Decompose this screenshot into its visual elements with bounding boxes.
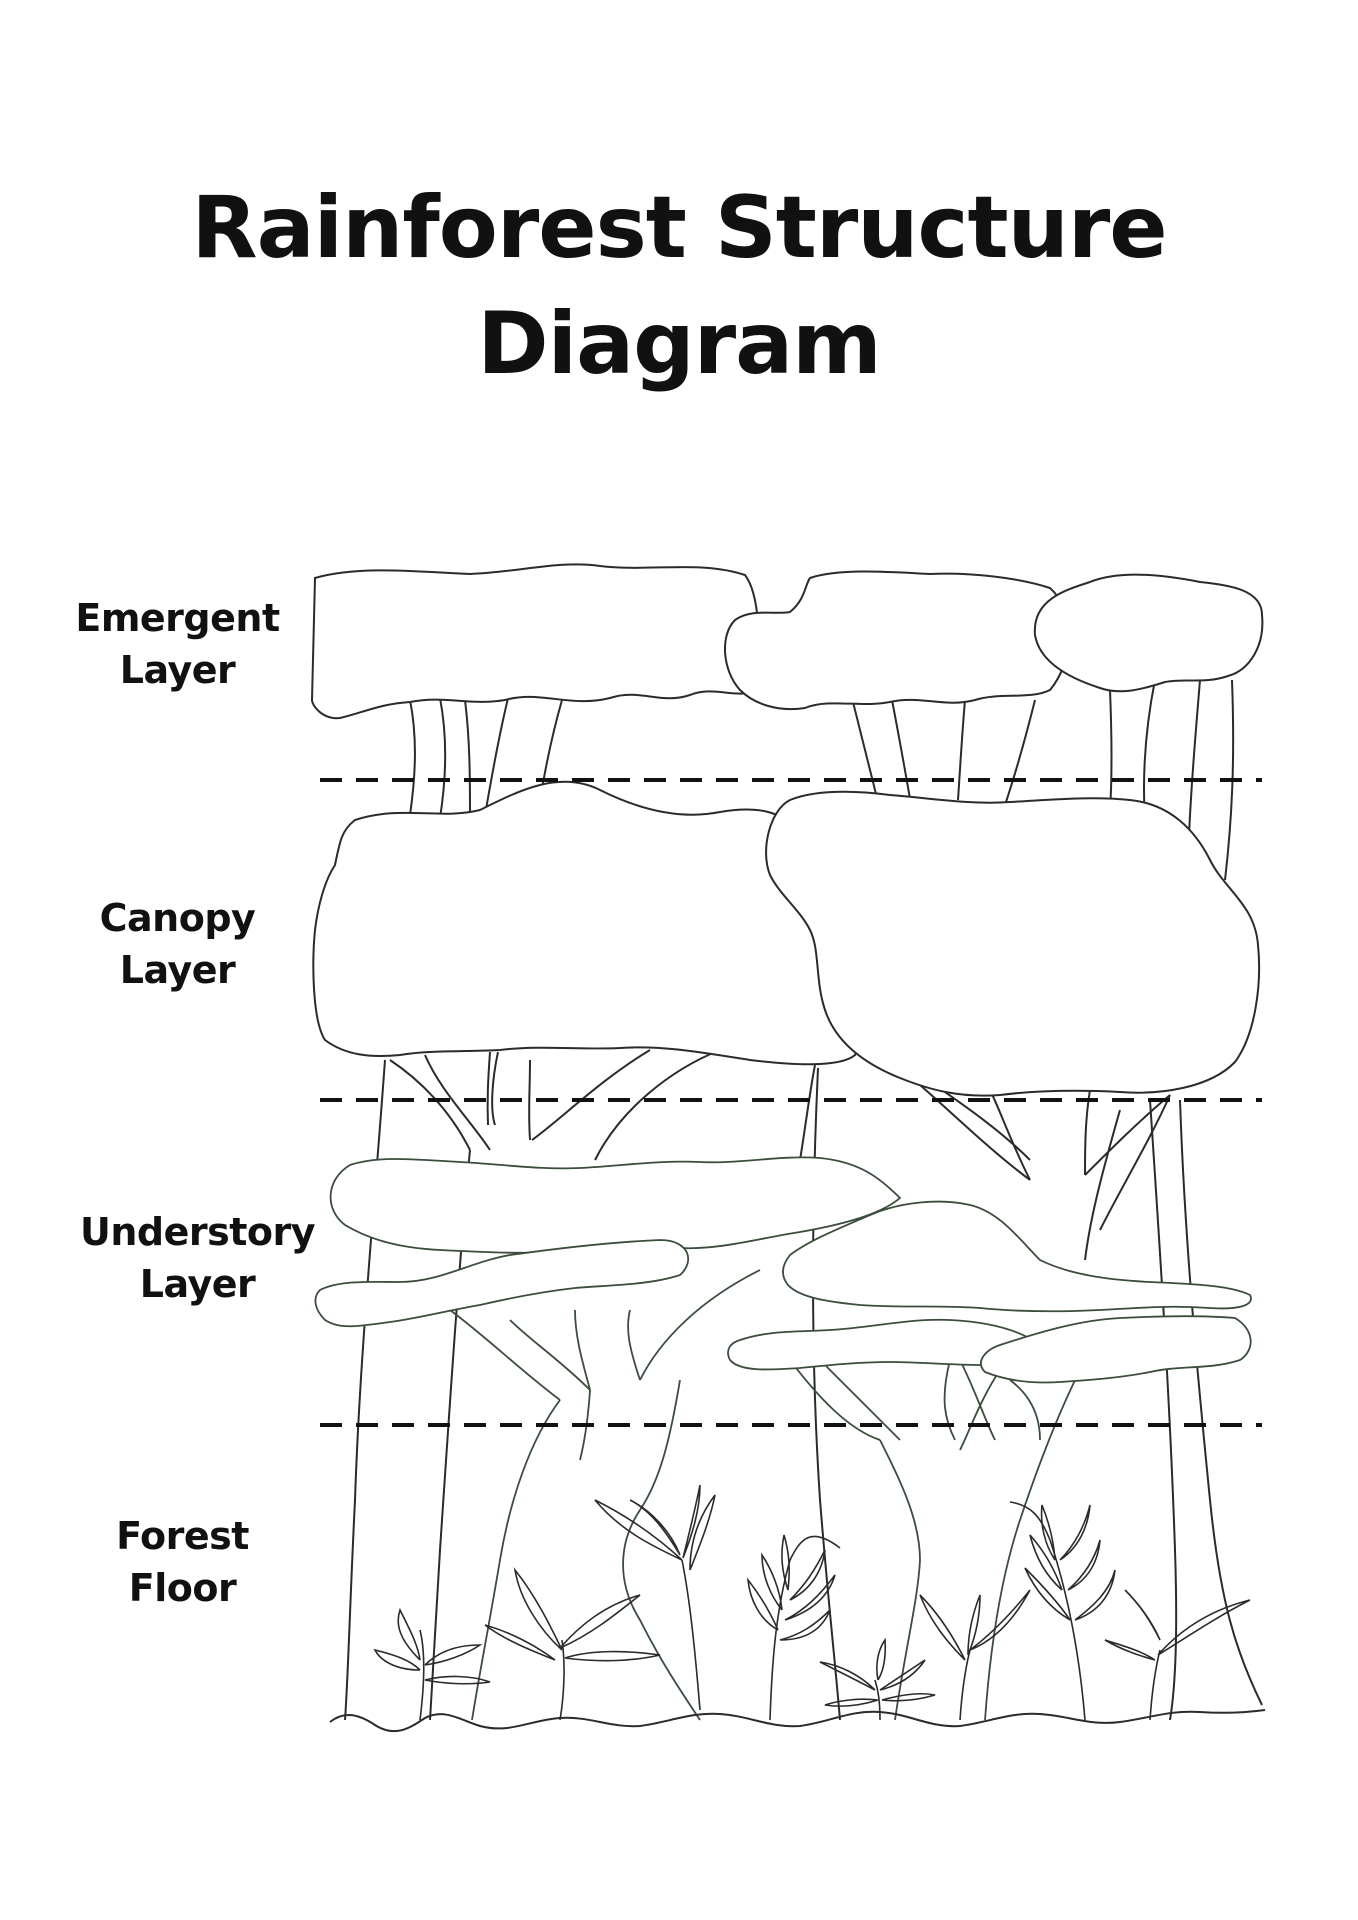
label-canopy-line-2: Layer (119, 948, 236, 992)
title-line-1: Rainforest Structure (191, 178, 1167, 278)
emergent-crowns (310, 563, 1264, 720)
understory-crowns (314, 1156, 1252, 1384)
ground-line (329, 1709, 1266, 1733)
label-floor-line-1: Forest (116, 1514, 249, 1558)
title-line-2: Diagram (477, 294, 882, 394)
canopy-crowns (312, 780, 1261, 1097)
label-canopy-layer: Canopy Layer (55, 892, 300, 996)
label-emergent-line-2: Layer (119, 648, 236, 692)
label-forest-floor: Forest Floor (55, 1510, 310, 1614)
label-emergent-line-1: Emergent (75, 596, 280, 640)
diagram-title: Rainforest Structure Diagram (0, 170, 1358, 402)
label-canopy-line-1: Canopy (99, 896, 256, 940)
label-understory-layer: Understory Layer (60, 1206, 335, 1310)
label-understory-line-2: Layer (139, 1262, 256, 1306)
understory-trunks (449, 1269, 1081, 1721)
label-emergent-layer: Emergent Layer (55, 592, 300, 696)
label-floor-line-2: Floor (128, 1566, 237, 1610)
forest-floor-plants (373, 1484, 1251, 1721)
label-understory-line-1: Understory (79, 1210, 316, 1254)
